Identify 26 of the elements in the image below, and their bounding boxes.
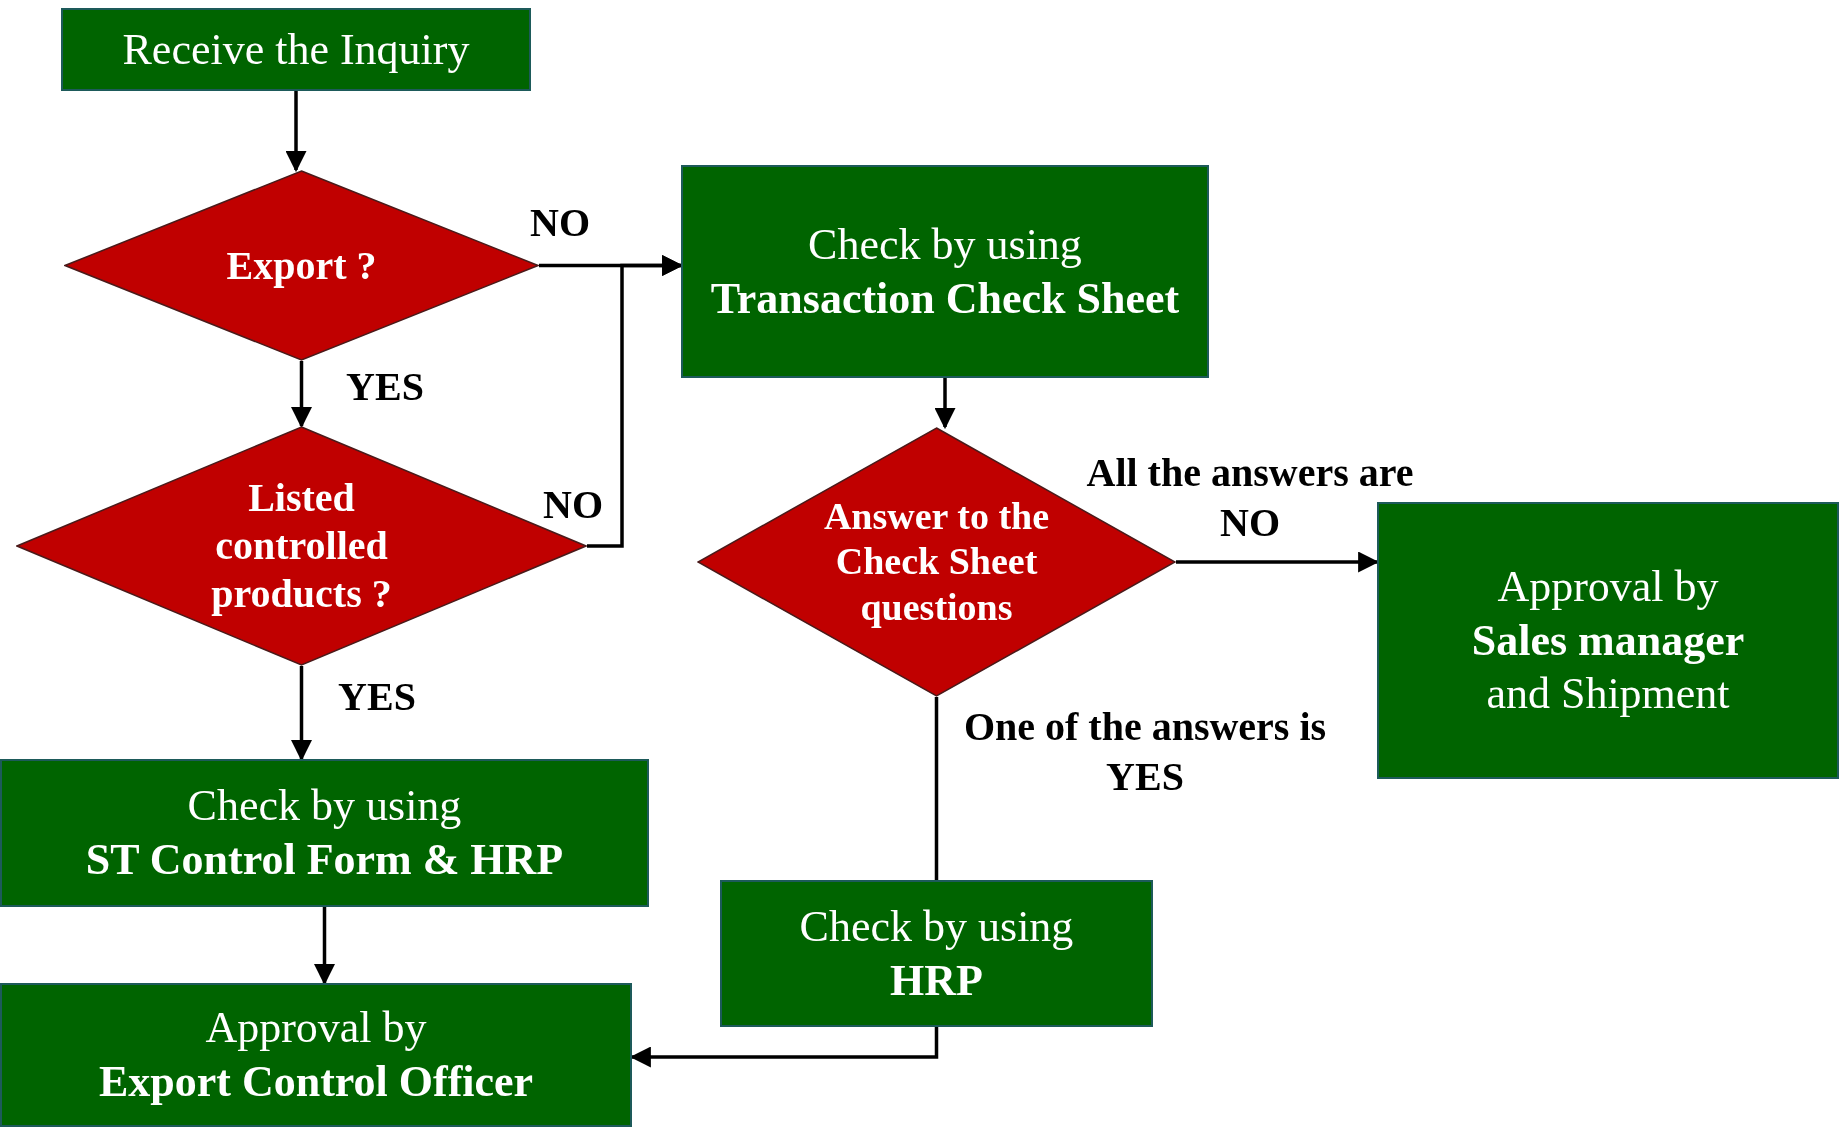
process-text: Approval by Sales manager and Shipment: [1471, 561, 1745, 721]
arrow: [285, 91, 307, 173]
process-box: [720, 880, 1153, 1027]
process-text: Check by using ST Control Form & HRP: [85, 780, 564, 886]
process-text: Check by using HRP: [799, 900, 1074, 1007]
decision-text: Export ?: [225, 241, 378, 290]
arrow: [314, 907, 335, 986]
process-box: [681, 165, 1209, 378]
edge-label: One of the answers is YES: [962, 703, 1328, 801]
process-text: Receive the Inquiry: [122, 23, 470, 76]
edge-label: YES: [337, 673, 417, 721]
arrow: [291, 666, 312, 762]
process-box: [0, 759, 649, 907]
process-text: Approval by Export Control Officer: [98, 1002, 534, 1108]
decision-text: Listed controlled products ?: [210, 474, 393, 618]
edge-label: YES: [345, 363, 425, 411]
arrow: [934, 378, 956, 430]
process-text: Check by using Transaction Check Sheet: [710, 218, 1180, 325]
process-box: [0, 983, 632, 1127]
edge-label: NO: [529, 199, 591, 247]
arrow: [291, 361, 312, 429]
edge-label: NO: [542, 481, 604, 529]
edge-label: All the answers are NO: [1085, 449, 1415, 547]
process-box: [1377, 502, 1839, 779]
process-box: [61, 8, 531, 91]
decision-text: Answer to the Check Sheet questions: [822, 493, 1051, 630]
